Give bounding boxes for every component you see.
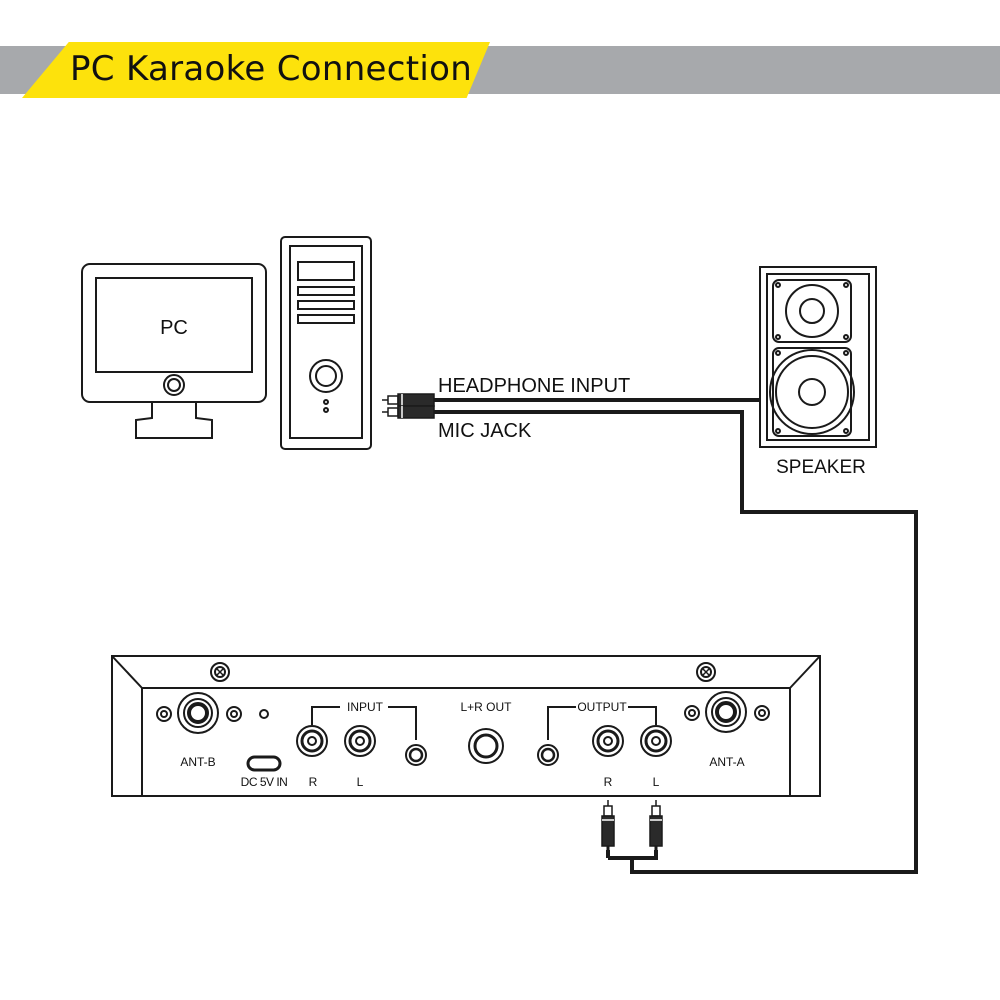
header-banner-highlight [22, 42, 490, 98]
screw-icon [210, 662, 230, 682]
headphone-input-label: HEADPHONE INPUT [438, 375, 630, 397]
rca-jack-output-r [592, 725, 624, 757]
speaker-label: SPEAKER [776, 457, 866, 478]
headphone-plug-icon [382, 393, 435, 407]
usb-c-port-icon [246, 755, 282, 772]
jack-3.5mm-input [405, 744, 427, 766]
output-r-label: R [604, 775, 613, 789]
jack-3.5mm-output [537, 744, 559, 766]
rca-jack-input-l [344, 725, 376, 757]
speaker-icon [759, 266, 877, 448]
jack-6.35mm-out [468, 728, 504, 764]
pc-label: PC [160, 317, 188, 339]
input-r-label: R [309, 775, 318, 789]
page-title: PC Karaoke Connection [70, 49, 473, 89]
ant-a-label: ANT-A [709, 755, 744, 769]
antenna-a-connector [705, 691, 747, 733]
rca-jack-input-r [296, 725, 328, 757]
mic-cable [434, 410, 918, 874]
mic-jack-label: MIC JACK [438, 420, 532, 442]
lr-out-label: L+R OUT [460, 700, 512, 714]
output-plug-l-icon [649, 800, 663, 852]
pc-tower-icon [280, 236, 372, 450]
input-l-label: L [357, 775, 364, 789]
rca-jack-output-l [640, 725, 672, 757]
output-l-label: L [653, 775, 660, 789]
screw-icon [156, 706, 172, 722]
screw-icon [696, 662, 716, 682]
input-group-label: INPUT [347, 700, 384, 714]
screw-icon [754, 705, 770, 721]
receiver-panel [111, 655, 821, 797]
mic-plug-icon [382, 405, 435, 419]
output-plug-r-icon [601, 800, 615, 852]
screw-icon [684, 705, 700, 721]
ant-b-label: ANT-B [180, 755, 215, 769]
output-cable-split [606, 850, 658, 860]
input-bracket [311, 706, 417, 740]
output-group-label: OUTPUT [577, 700, 627, 714]
monitor-icon [81, 263, 267, 439]
dc-in-label: DC 5V IN [241, 775, 288, 789]
antenna-b-connector [177, 692, 219, 734]
indicator-led [259, 709, 269, 719]
output-bracket [547, 706, 657, 740]
screw-icon [226, 706, 242, 722]
